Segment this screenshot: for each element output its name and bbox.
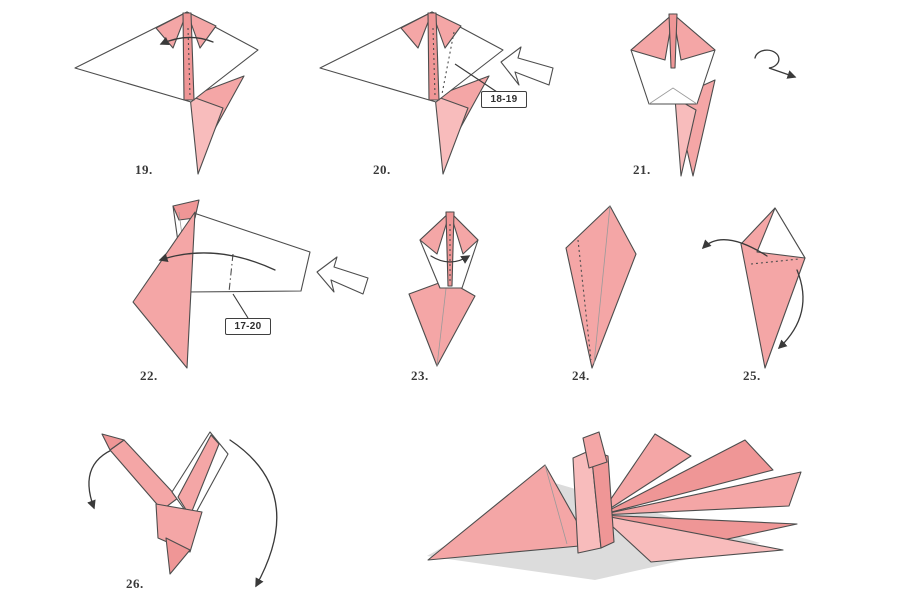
step-21-label: 21. — [633, 162, 651, 177]
paper-shape — [408, 211, 479, 367]
paper-shape — [565, 205, 637, 369]
step-24-label: 24. — [572, 368, 590, 383]
step-26-figure — [87, 431, 278, 588]
fold-arrow-icon — [430, 255, 471, 264]
step-23-label: 23. — [411, 368, 429, 383]
push-arrow-icon — [316, 256, 369, 295]
step-20: 18-19 20. — [305, 6, 560, 177]
finished-model-figure — [427, 431, 802, 580]
step-21: 21. — [565, 6, 810, 177]
fold-line — [441, 31, 455, 95]
step-24: 24. — [540, 196, 655, 388]
step-26-label: 26. — [126, 576, 144, 591]
step-25-label: 25. — [743, 368, 761, 383]
step-23-figure — [408, 211, 479, 367]
step-25: 25. — [695, 196, 845, 388]
fold-arrow-icon — [159, 36, 214, 46]
fold-line — [432, 27, 436, 97]
push-arrow-icon — [500, 46, 554, 86]
step-25-figure — [701, 207, 806, 369]
paper-shape — [74, 11, 259, 175]
step-24-figure — [565, 205, 637, 369]
step-22-figure — [132, 199, 369, 369]
paper-shape — [630, 13, 716, 177]
fold-arrow-icon — [158, 252, 276, 271]
step-26: 26. — [70, 420, 340, 598]
step-ref-badge: 17-20 — [225, 318, 271, 335]
step-20-figure — [319, 11, 554, 175]
paper-shape — [740, 207, 806, 369]
paper-shape — [132, 199, 311, 369]
step-21-figure — [630, 13, 797, 177]
fold-arrow-icon — [701, 239, 768, 257]
fold-line — [577, 239, 592, 361]
step-19-label: 19. — [135, 162, 153, 177]
turn-over-arrow-icon — [754, 49, 797, 79]
crease-line — [648, 87, 698, 105]
paper-shape — [427, 431, 802, 563]
fold-line — [187, 27, 191, 97]
annotation-pointer — [232, 293, 249, 319]
paper-shape — [101, 431, 229, 575]
finished-model — [415, 428, 815, 596]
wrap-arrow-icon — [777, 269, 804, 350]
fold-line — [750, 258, 800, 265]
fold-line — [228, 253, 234, 293]
paper-shape — [319, 11, 504, 175]
step-23: 23. — [385, 196, 510, 388]
step-ref-badge: 18-19 — [481, 91, 527, 108]
step-20-label: 20. — [373, 162, 391, 177]
step-22: 17-20 22. — [115, 196, 380, 388]
sweep-arrow-icon — [229, 439, 278, 588]
step-22-label: 22. — [140, 368, 158, 383]
step-19-figure — [74, 11, 259, 175]
step-19: 19. — [60, 6, 275, 177]
annotation-pointer — [454, 63, 498, 93]
